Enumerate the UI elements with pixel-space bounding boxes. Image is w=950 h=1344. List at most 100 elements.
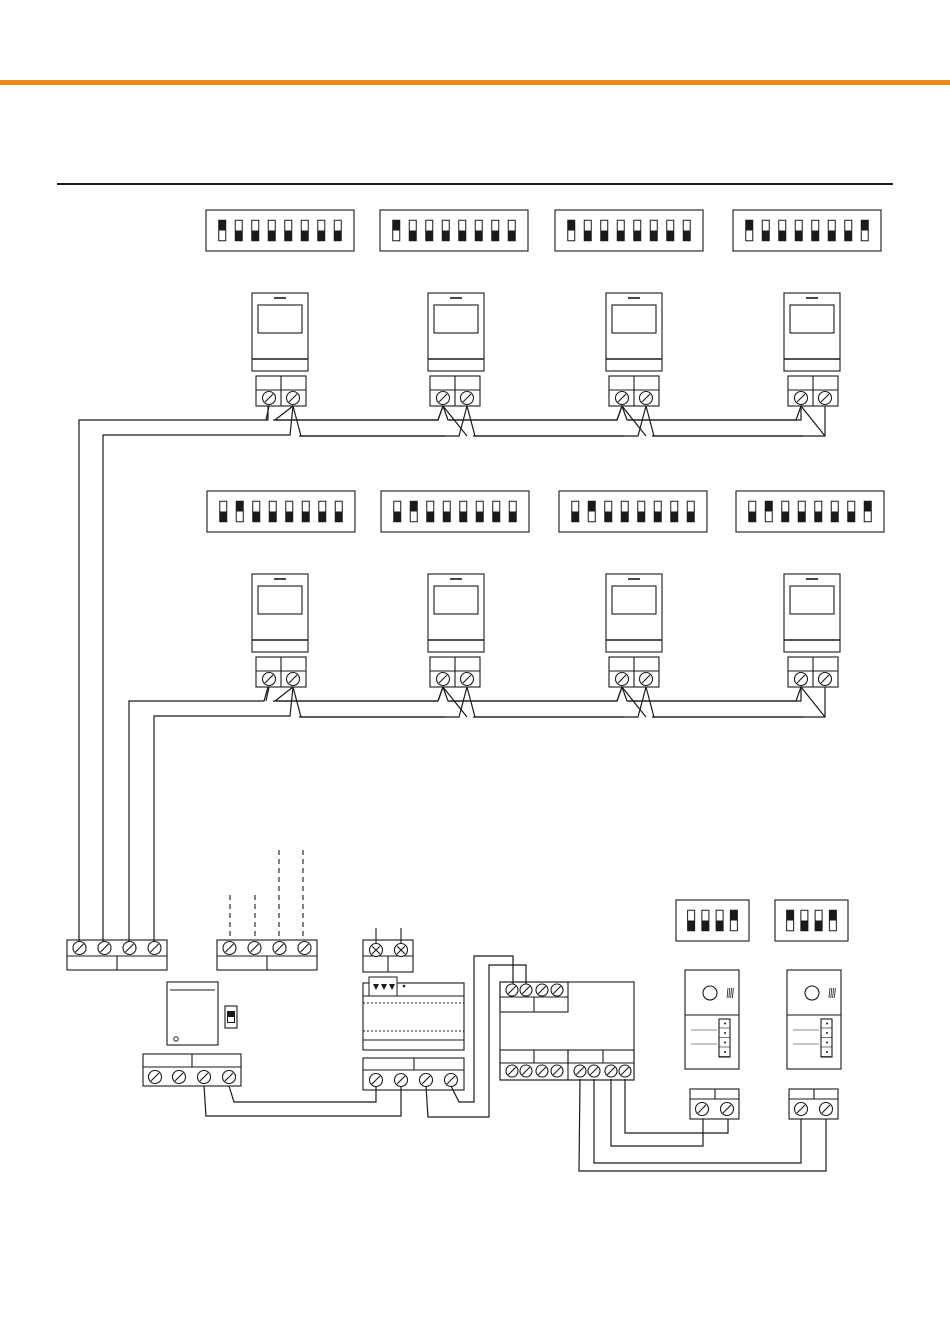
dip-switch: [621, 501, 628, 522]
dip-switch: [815, 910, 822, 931]
dip-switch: [228, 1012, 235, 1023]
screw-terminal-icon: [795, 1103, 808, 1116]
monitor-address-dip: [733, 210, 881, 251]
dip-switch: [688, 910, 695, 931]
dip-switch: [801, 910, 808, 931]
distributor-unit: [143, 982, 241, 1086]
door-panel-dip: [676, 900, 749, 941]
dip-switch: [671, 501, 678, 522]
video-monitor-icon: [606, 574, 662, 652]
screw-terminal-icon: [437, 673, 450, 686]
dip-switch: [617, 220, 624, 241]
dip-switch: [568, 220, 575, 241]
dip-switch: [864, 501, 871, 522]
dip-switch: [861, 220, 868, 241]
monitor-terminal-block: [430, 657, 480, 687]
screw-terminal-icon: [287, 673, 300, 686]
dip-switch: [476, 501, 483, 522]
screw-terminal-icon: [551, 1065, 563, 1077]
monitor-address-dip: [736, 491, 884, 532]
monitor-terminal-block: [788, 376, 838, 406]
screw-terminal-icon: [819, 392, 832, 405]
screw-terminal-icon: [619, 1065, 631, 1077]
dip-switch: [409, 220, 416, 241]
monitor-address-dip: [559, 491, 707, 532]
dip-switch: [829, 910, 836, 931]
dip-switch: [795, 220, 802, 241]
door-panel-controller: [500, 982, 634, 1080]
dip-switch: [426, 220, 433, 241]
dip-switch: [268, 220, 275, 241]
dip-switch: [798, 501, 805, 522]
video-monitor-icon: [784, 574, 840, 652]
dip-switch: [779, 220, 786, 241]
screw-terminal-icon: [223, 942, 236, 955]
aux-dashed-wiring: [230, 850, 303, 940]
dip-switch: [831, 501, 838, 522]
power-symbol-icon: [373, 984, 395, 990]
dip-switch: [667, 220, 674, 241]
screw-terminal-icon: [173, 1071, 186, 1084]
screw-terminal-icon: [574, 1065, 586, 1077]
screw-terminal-icon: [551, 984, 563, 996]
screw-terminal-icon: [149, 1071, 162, 1084]
screw-terminal-icon: [273, 942, 286, 955]
screw-terminal-x-icon: [370, 944, 383, 957]
dip-switch: [634, 220, 641, 241]
dip-switch: [442, 220, 449, 241]
dip-switch: [702, 910, 709, 931]
dip-switch: [601, 220, 608, 241]
dip-switch: [812, 220, 819, 241]
screw-terminal-icon: [588, 1065, 600, 1077]
video-monitor-icon: [428, 293, 484, 371]
screw-terminal-icon: [721, 1103, 734, 1116]
call-button-icon: [826, 1023, 828, 1025]
dip-switch: [335, 501, 342, 522]
door-panel-terminal-block: [690, 1089, 739, 1119]
door-panel-icon: [775, 900, 848, 1119]
distributor-dip-switch: [225, 1006, 237, 1028]
dip-switch: [410, 501, 417, 522]
dip-switch: [572, 501, 579, 522]
floor-2: [207, 491, 884, 717]
dip-switch: [765, 501, 772, 522]
monitor-address-dip: [380, 210, 528, 251]
din-power-supply-icon: [363, 928, 464, 1090]
dip-switch: [220, 501, 227, 522]
call-button-icon: [826, 1042, 828, 1044]
screw-terminal-icon: [198, 1071, 211, 1084]
call-button-icon: [724, 1051, 726, 1053]
screw-terminal-icon: [536, 1065, 548, 1077]
monitor-terminal-block: [609, 376, 659, 406]
monitor-terminal-block: [609, 657, 659, 687]
dip-switch: [848, 501, 855, 522]
dip-switch: [787, 910, 794, 931]
screw-terminal-icon: [370, 1074, 383, 1087]
dip-switch: [443, 501, 450, 522]
dip-switch: [269, 501, 276, 522]
floor-bus-wiring: [266, 406, 825, 436]
dip-switch: [584, 220, 591, 241]
screw-terminal-icon: [536, 984, 548, 996]
dip-switch: [762, 220, 769, 241]
call-button-icon: [826, 1051, 828, 1053]
dip-switch: [285, 220, 292, 241]
screw-terminal-icon: [461, 673, 474, 686]
dip-switch: [427, 501, 434, 522]
screw-terminal-icon: [73, 942, 86, 955]
screw-terminal-icon: [395, 1074, 408, 1087]
monitor-terminal-block: [788, 657, 838, 687]
dip-switch: [654, 501, 661, 522]
riser-terminal-block: [67, 940, 167, 970]
dip-switch: [650, 220, 657, 241]
riser-wiring: [79, 406, 293, 945]
dip-switch: [716, 910, 723, 931]
screw-terminal-icon: [520, 984, 532, 996]
aux-terminal-block: [217, 940, 317, 970]
screw-terminal-icon: [437, 392, 450, 405]
door-panel-icon: [676, 900, 749, 1119]
screw-terminal-icon: [795, 392, 808, 405]
dip-switch: [746, 220, 753, 241]
call-button-icon: [724, 1032, 726, 1034]
